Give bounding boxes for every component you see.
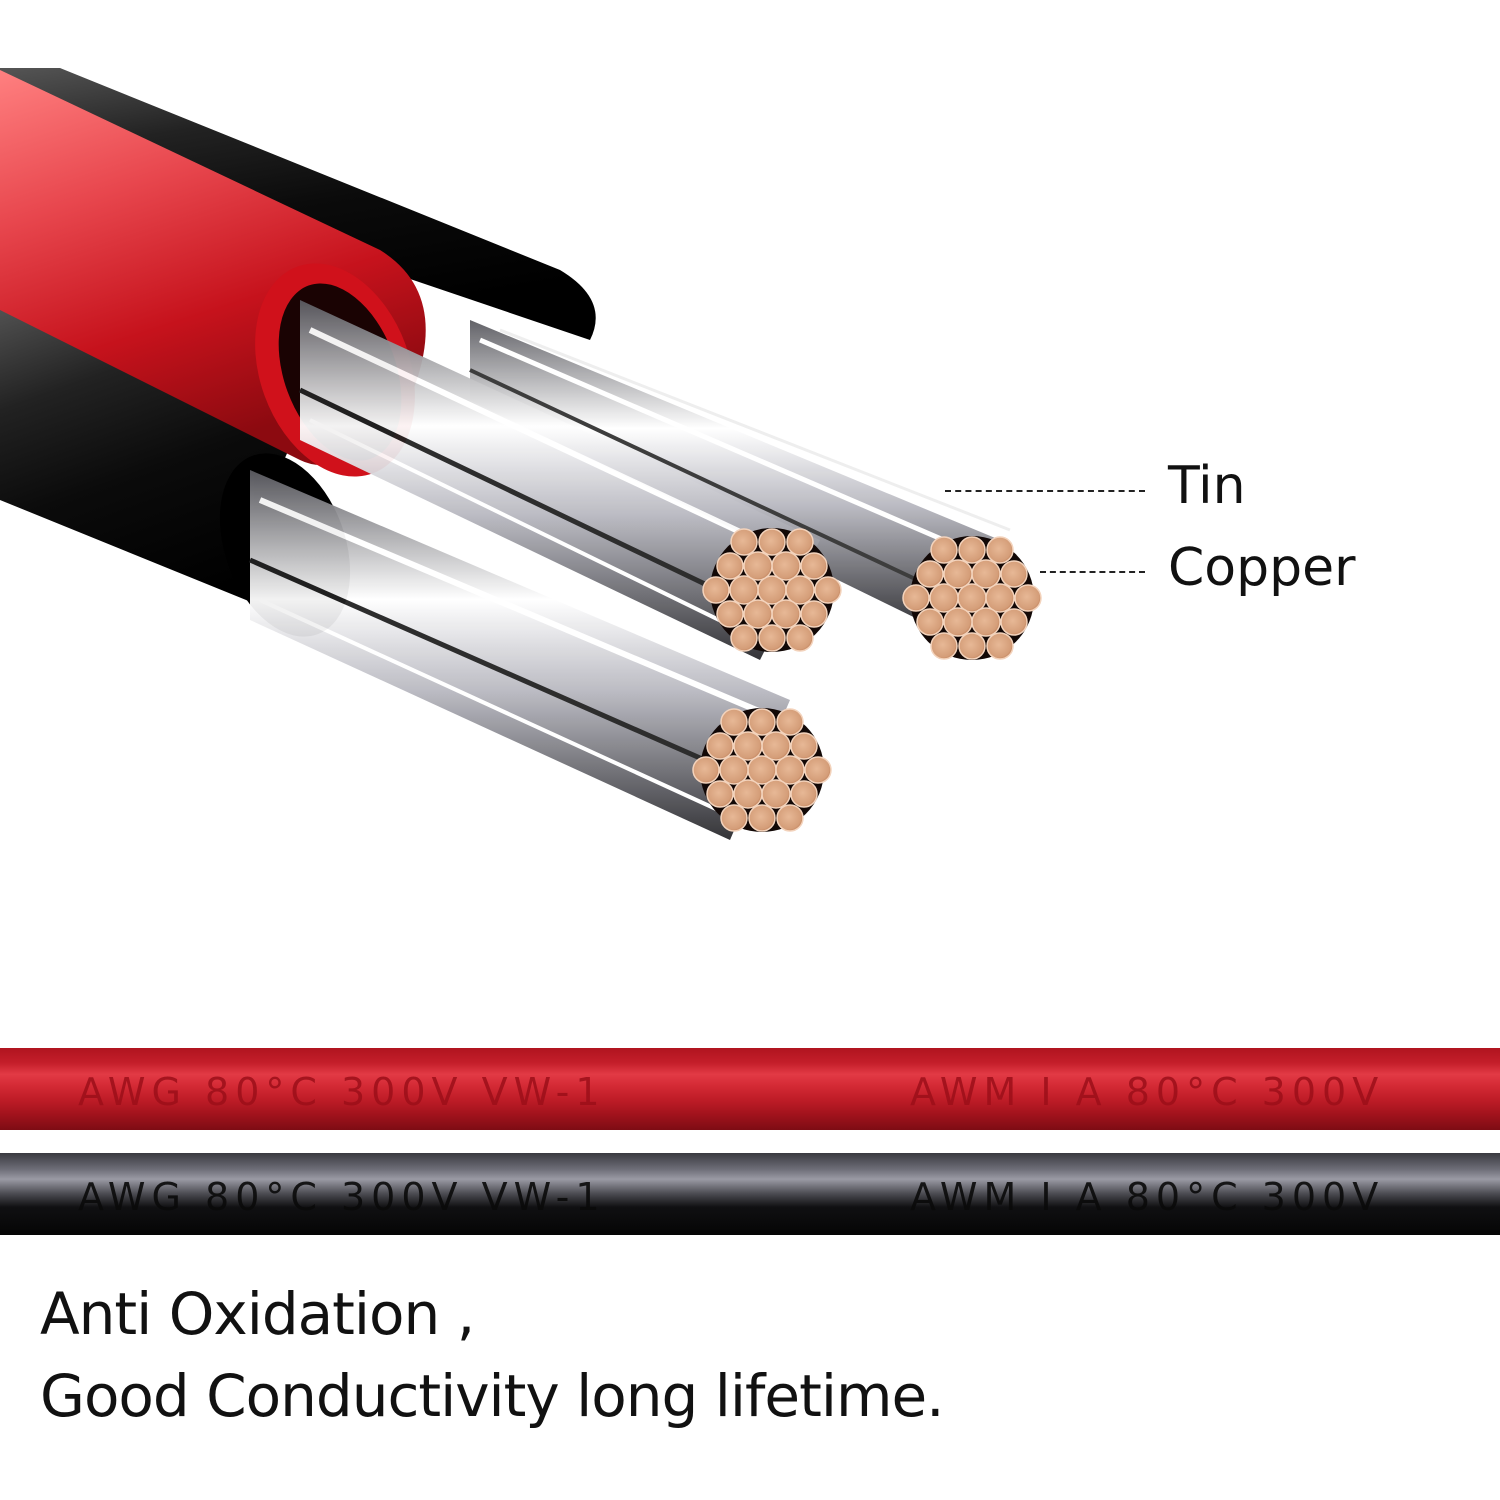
black-wire-marking-1: AWG 80°C 300V VW-1 bbox=[78, 1175, 606, 1219]
black-jacket-top bbox=[0, 68, 596, 340]
red-wire: AWG 80°C 300V VW-1 AWM I A 80°C 300V bbox=[0, 1048, 1500, 1130]
red-wire-marking-1: AWG 80°C 300V VW-1 bbox=[78, 1070, 606, 1114]
tin-label: Tin bbox=[1168, 456, 1246, 516]
red-wire-marking-2: AWM I A 80°C 300V bbox=[910, 1070, 1385, 1114]
tagline-line-2: Good Conductivity long lifetime. bbox=[40, 1362, 945, 1430]
copper-label: Copper bbox=[1168, 538, 1356, 598]
tinned-strands-bottom bbox=[248, 470, 790, 840]
tinned-strands-red bbox=[298, 300, 820, 660]
tinned-strands-top-right bbox=[469, 320, 1011, 630]
cable-cross-section-illustration bbox=[0, 68, 1042, 840]
tagline-line-1: Anti Oxidation , bbox=[40, 1280, 475, 1348]
copper-leader-line bbox=[1040, 571, 1145, 573]
black-wire: AWG 80°C 300V VW-1 AWM I A 80°C 300V bbox=[0, 1153, 1500, 1235]
tin-leader-line bbox=[945, 490, 1145, 492]
black-wire-marking-2: AWM I A 80°C 300V bbox=[910, 1175, 1385, 1219]
